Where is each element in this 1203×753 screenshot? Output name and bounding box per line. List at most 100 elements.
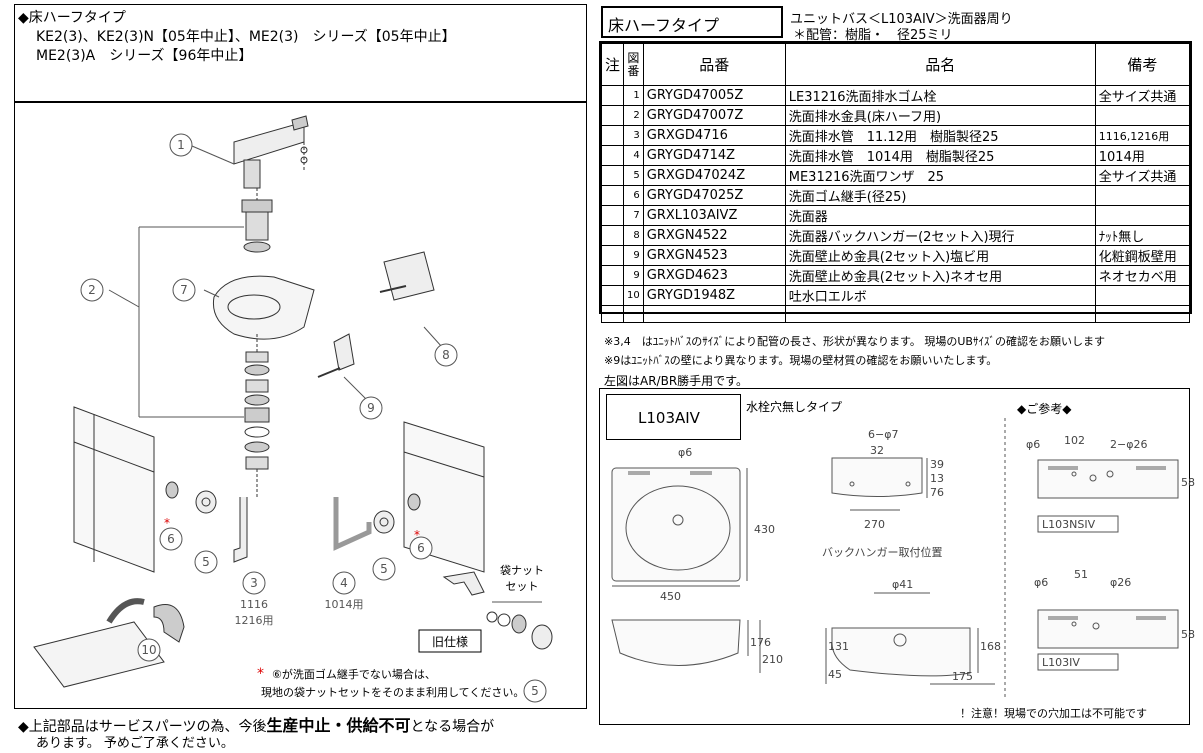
ref1-58: 58 bbox=[1181, 476, 1195, 489]
cell-figure-no: 5 bbox=[623, 165, 644, 186]
left-series-line2: ME2(3)A シリーズ【96年中止】 bbox=[36, 48, 253, 64]
note-2: ※9はﾕﾆｯﾄﾊﾞｽの壁により異なります。現場の壁材質の確認をお願いいたします。 bbox=[604, 354, 998, 367]
col-figure-no: 図番 bbox=[623, 43, 644, 86]
table-row bbox=[600, 305, 1191, 323]
cell-note bbox=[600, 145, 625, 166]
basin-drawing-box bbox=[599, 388, 1190, 725]
cell-figure-no bbox=[623, 305, 644, 323]
dim-45: 45 bbox=[828, 668, 842, 681]
cell-part-name: 洗面器 bbox=[784, 205, 1096, 226]
callout-6-right: 6 bbox=[417, 541, 425, 555]
ref1-model: L103NSIV bbox=[1042, 518, 1096, 531]
cell-part-code: GRXGN4523 bbox=[642, 245, 786, 266]
star-left: * bbox=[164, 516, 170, 530]
cell-part-code: GRXL103AIVZ bbox=[642, 205, 786, 226]
ref2-model: L103IV bbox=[1042, 656, 1080, 669]
exploded-view-box bbox=[14, 102, 587, 709]
ref1-phi6: φ6 bbox=[1026, 438, 1040, 451]
dim-131: 131 bbox=[828, 640, 849, 653]
ref2-58: 58 bbox=[1181, 628, 1195, 641]
note6-ref-circle-text: 5 bbox=[531, 684, 539, 698]
old-spec-label: 旧仕様 bbox=[432, 635, 468, 649]
dim-430: 430 bbox=[754, 523, 775, 536]
cell-remarks bbox=[1094, 105, 1191, 126]
cell-remarks bbox=[1094, 305, 1191, 323]
dim-32: 32 bbox=[870, 444, 884, 457]
callout-circles bbox=[80, 133, 547, 703]
dim-168: 168 bbox=[980, 640, 1001, 653]
dim-450: 450 bbox=[660, 590, 681, 603]
model-box bbox=[606, 394, 741, 440]
cell-figure-no: 8 bbox=[623, 225, 644, 246]
cell-remarks: 全サイズ共通 bbox=[1094, 165, 1191, 186]
dim-175: 175 bbox=[952, 670, 973, 683]
callout-1: 1 bbox=[177, 138, 185, 152]
star-right: * bbox=[414, 528, 420, 542]
cell-figure-no: 2 bbox=[623, 105, 644, 126]
exploded-parts-diagram: 1 2 7 8 9 6 5 3 4 5 6 10 5 * * 1116 1216… bbox=[33, 115, 553, 703]
col-remarks: 備考 bbox=[1094, 43, 1191, 86]
cell-part-name: 洗面排水管 11.12用 樹脂製径25 bbox=[784, 125, 1096, 146]
cell-remarks: ネオセカベ用 bbox=[1094, 265, 1191, 286]
ref2-phi26: φ26 bbox=[1110, 576, 1131, 589]
ref2-51: 51 bbox=[1074, 568, 1088, 581]
dim-phi6: φ6 bbox=[678, 446, 692, 459]
note6-line2: 現地の袋ナットセットをそのまま利用してください。 bbox=[261, 685, 524, 699]
cell-part-code: GRXGN4522 bbox=[642, 225, 786, 246]
cell-note bbox=[600, 225, 625, 246]
type-note: 水栓穴無しタイプ bbox=[746, 400, 843, 414]
size3b-label: 1216用 bbox=[235, 614, 274, 627]
cell-part-code: GRYGD47007Z bbox=[642, 105, 786, 126]
size4-label: 1014用 bbox=[325, 598, 364, 611]
type-label: 床ハーフタイプ bbox=[608, 16, 720, 35]
cell-remarks: 化粧鋼板壁用 bbox=[1094, 245, 1191, 266]
left-title: ◆床ハーフタイプ bbox=[18, 10, 126, 26]
cell-figure-no: 1 bbox=[623, 85, 644, 106]
cell-part-name: ME31216洗面ワンザ 25 bbox=[784, 165, 1096, 186]
col-part-code: 品番 bbox=[642, 43, 786, 86]
cell-part-name: 洗面壁止め金具(2セット入)塩ビ用 bbox=[784, 245, 1096, 266]
footer-line1c: となる場合が bbox=[410, 719, 495, 735]
cell-remarks: 1014用 bbox=[1094, 145, 1191, 166]
cell-remarks: 全サイズ共通 bbox=[1094, 85, 1191, 106]
reference-title: ◆ご参考◆ bbox=[1017, 402, 1072, 416]
basin-dimension-drawing: φ6 430 450 176 210 6−φ7 32 39 13 76 270 … bbox=[611, 418, 1195, 698]
cell-part-code: GRXGD47024Z bbox=[642, 165, 786, 186]
col-part-name: 品名 bbox=[784, 43, 1096, 86]
footer-emphasis: 生産中止・供給不可 bbox=[266, 716, 411, 735]
callout-10: 10 bbox=[141, 643, 156, 657]
cell-part-code bbox=[642, 305, 786, 323]
cell-figure-no: 10 bbox=[623, 285, 644, 306]
callout-4: 4 bbox=[340, 576, 348, 590]
dim-210: 210 bbox=[762, 653, 783, 666]
header-desc1: ユニットバス＜L103AIV＞洗面器周り bbox=[790, 12, 1013, 27]
dim-13: 13 bbox=[930, 472, 944, 485]
footer-line1a: ◆上記部品はサービスパーツの為、今後 bbox=[18, 719, 267, 735]
cell-part-name: LE31216洗面排水ゴム栓 bbox=[784, 85, 1096, 106]
left-header-box bbox=[14, 4, 587, 102]
cell-part-name: 吐水口エルボ bbox=[784, 285, 1096, 306]
cell-note bbox=[600, 265, 625, 286]
cell-note bbox=[600, 85, 625, 106]
dim-39: 39 bbox=[930, 458, 944, 471]
footer-line2: あります。 予めご了承ください。 bbox=[36, 736, 234, 751]
cell-note bbox=[600, 305, 625, 323]
cell-part-name: 洗面排水金具(床ハーフ用) bbox=[784, 105, 1096, 126]
cell-remarks bbox=[1094, 185, 1191, 206]
cell-remarks bbox=[1094, 285, 1191, 306]
cell-figure-no: 7 bbox=[623, 205, 644, 226]
col-note: 注 bbox=[600, 43, 625, 86]
dim-176-front: 176 bbox=[750, 636, 771, 649]
cell-part-code: GRYGD4714Z bbox=[642, 145, 786, 166]
cell-figure-no: 3 bbox=[623, 125, 644, 146]
ref2-phi6: φ6 bbox=[1034, 576, 1048, 589]
cell-part-code: GRXGD4623 bbox=[642, 265, 786, 286]
hanger-position: バックハンガー取付位置 bbox=[822, 545, 942, 559]
